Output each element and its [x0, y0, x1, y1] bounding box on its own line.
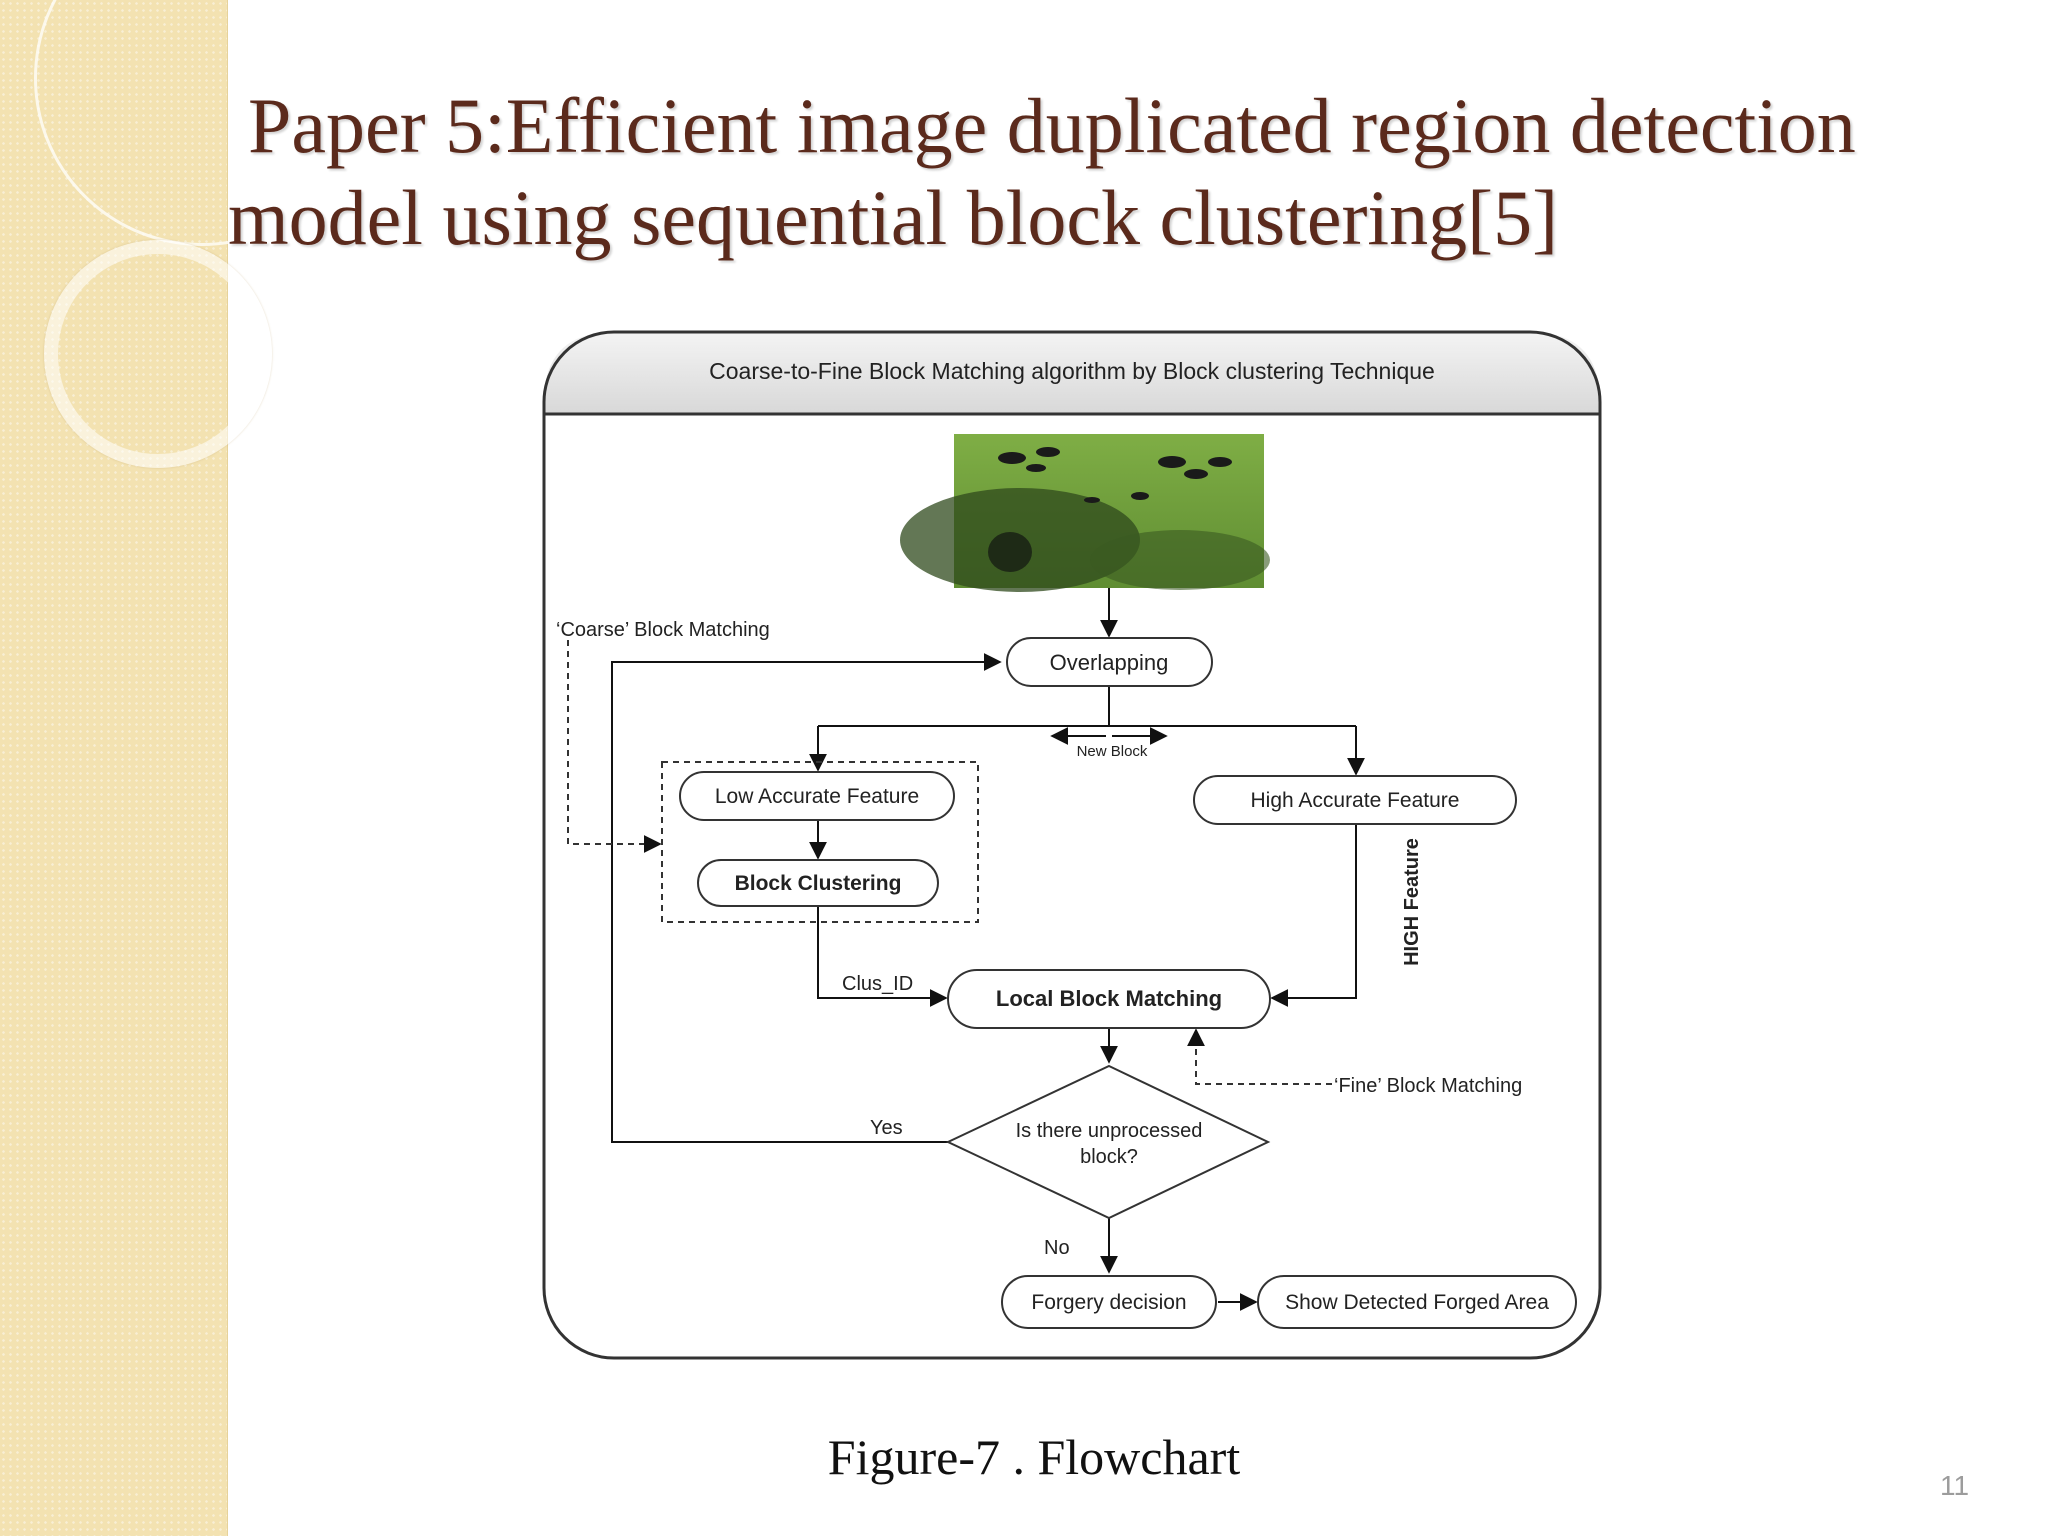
label-clus-id: Clus_ID: [842, 973, 913, 995]
flowchart-connectors: [611, 588, 1365, 1311]
label-high-feature: HIGH Feature: [1401, 838, 1423, 966]
node-show-detected-forged-area: Show Detected Forged Area: [1257, 1275, 1577, 1329]
svg-text:Low Accurate Feature: Low Accurate Feature: [715, 785, 919, 808]
flowchart-border: [542, 330, 1602, 1360]
label-fine-block-matching: ‘Fine’ Block Matching: [1334, 1075, 1522, 1097]
flowchart-header-bar: [544, 332, 1600, 414]
node-decision-unprocessed-block: Is there unprocessed block?: [945, 1064, 1271, 1220]
svg-text:block?: block?: [1080, 1146, 1138, 1168]
figure-caption: Figure-7 . Flowchart: [827, 1429, 1241, 1485]
svg-text:High Accurate Feature: High Accurate Feature: [1251, 789, 1460, 812]
label-yes: Yes: [870, 1117, 903, 1139]
title-line-2: model using sequential block clustering[…: [228, 174, 1559, 261]
svg-text:Overlapping: Overlapping: [1050, 650, 1169, 675]
label-new-block: New Block: [1077, 743, 1148, 760]
dashed-connectors: [567, 640, 1332, 1085]
svg-text:Local Block Matching: Local Block Matching: [996, 986, 1222, 1011]
node-high-accurate-feature: High Accurate Feature: [1193, 775, 1517, 825]
page-number: 11: [1940, 1470, 1970, 1501]
svg-text:Block Clustering: Block Clustering: [735, 872, 902, 895]
node-overlapping: Overlapping: [1006, 637, 1213, 687]
flowchart-frame: Coarse-to-Fine Block Matching algorithm …: [542, 330, 1602, 1360]
svg-text:Is there unprocessed: Is there unprocessed: [1016, 1120, 1203, 1142]
node-forgery-decision: Forgery decision: [1001, 1275, 1217, 1329]
flowchart-header-text: Coarse-to-Fine Block Matching algorithm …: [709, 358, 1435, 384]
decorative-sidebar: [0, 0, 370, 1536]
node-low-accurate-feature: Low Accurate Feature: [679, 771, 955, 821]
label-no: No: [1044, 1237, 1070, 1259]
svg-text:Forgery decision: Forgery decision: [1031, 1291, 1186, 1314]
node-block-clustering: Block Clustering: [697, 859, 939, 907]
label-coarse-block-matching: ‘Coarse’ Block Matching: [556, 619, 770, 641]
svg-text:Show Detected Forged Area: Show Detected Forged Area: [1285, 1291, 1549, 1314]
node-local-block-matching: Local Block Matching: [947, 969, 1271, 1029]
title-line-1: Paper 5:Efficient image duplicated regio…: [248, 82, 1856, 169]
slide-title: Paper 5:Efficient image duplicated regio…: [228, 80, 2038, 264]
input-image: [900, 434, 1270, 592]
